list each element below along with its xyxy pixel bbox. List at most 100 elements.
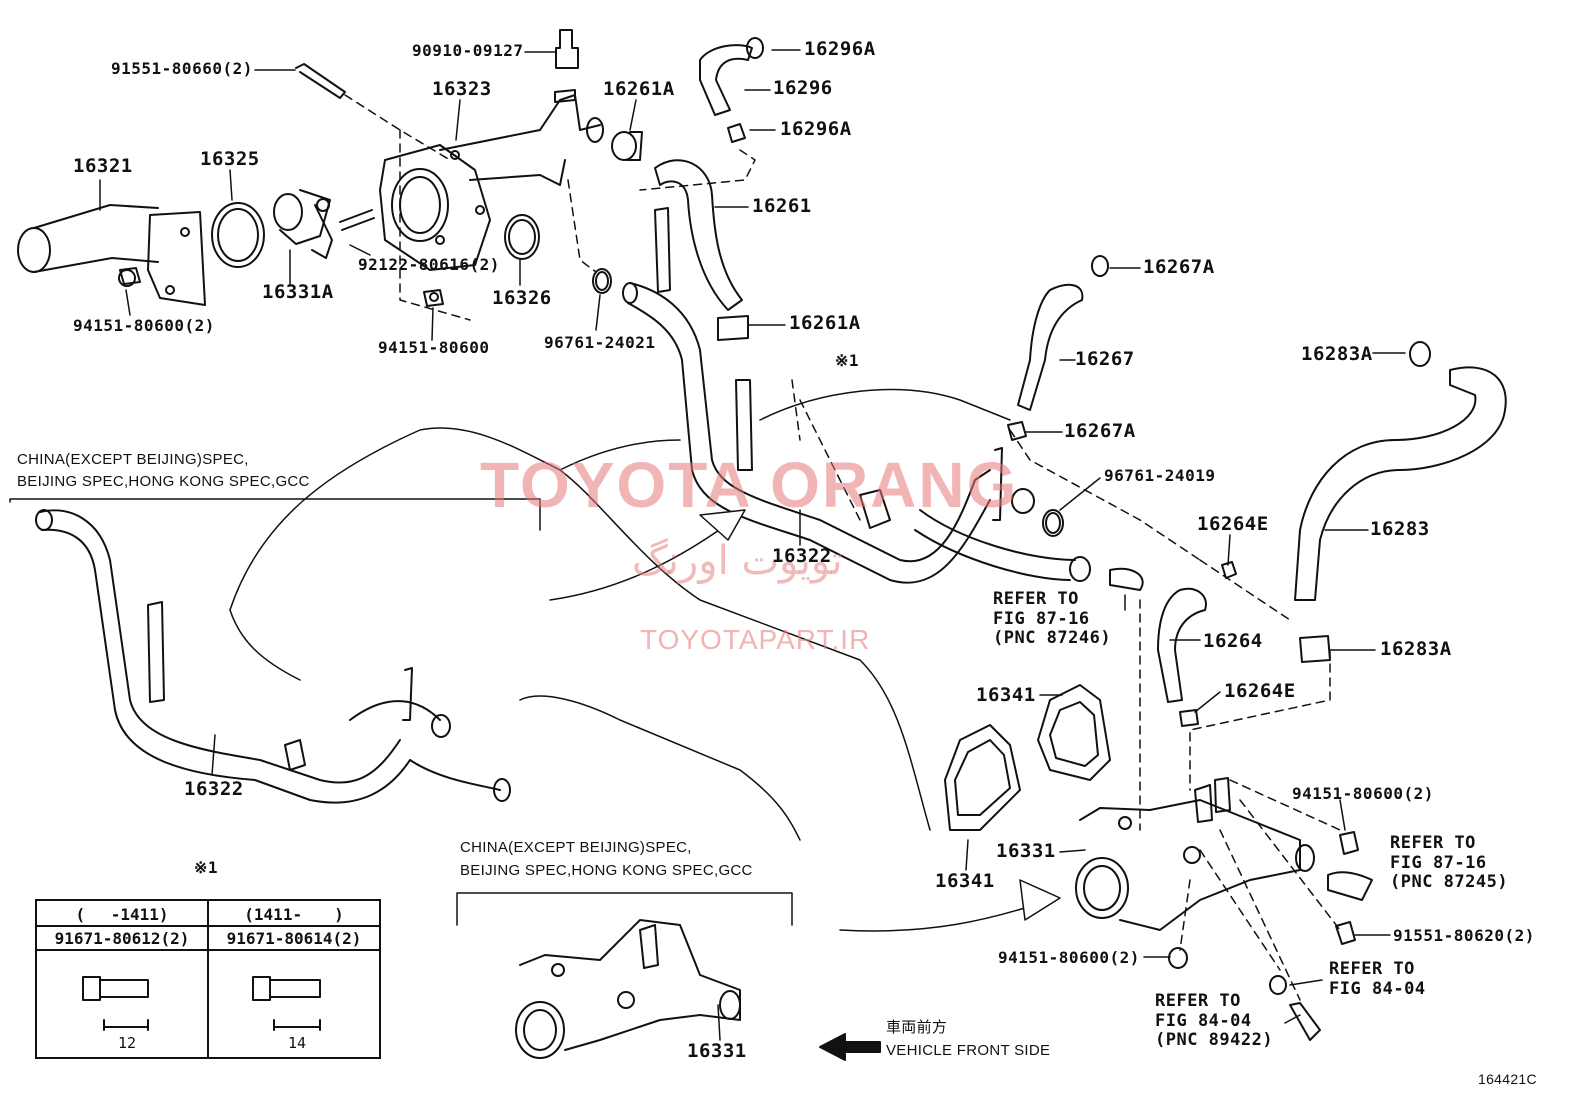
inset-bracket xyxy=(456,892,793,926)
bolt-table-mark: ※1 xyxy=(194,858,219,877)
label-16341-bot: 16341 xyxy=(935,870,995,892)
part-91551-bolt xyxy=(295,63,346,99)
dashed-leaders xyxy=(344,94,1341,1001)
part-16323-housing xyxy=(379,89,604,271)
pipe-16322-left xyxy=(9,498,541,804)
label-16322-left: 16322 xyxy=(184,778,244,800)
ref-fig-84-04-b: REFER TO FIG 84-04 (PNC 89422) xyxy=(1155,991,1274,1051)
hose-16264 xyxy=(1109,561,1237,727)
bolt-length-1: 12 xyxy=(118,1034,137,1052)
label-16261A-mid: 16261A xyxy=(789,312,861,334)
gasket-16341-a xyxy=(1037,684,1111,781)
clamp-16261A-top xyxy=(611,131,643,161)
label-91551-80660: 91551-80660(2) xyxy=(111,59,253,78)
part-16326-ring xyxy=(504,214,540,260)
diagram-id: 164421C xyxy=(1478,1071,1537,1087)
hose-16283 xyxy=(1294,341,1507,663)
label-16267A-top: 16267A xyxy=(1143,256,1215,278)
label-16322-main: 16322 xyxy=(772,545,832,567)
label-16326: 16326 xyxy=(492,287,552,309)
label-16283: 16283 xyxy=(1370,518,1430,540)
watermark-brand: TOYOTA ORANG xyxy=(480,449,1019,521)
part-16325-gasket xyxy=(211,202,265,268)
leaders xyxy=(99,49,1406,1041)
front-label-cn: 車両前方 xyxy=(886,1019,948,1036)
part-16331A-thermostat xyxy=(273,189,333,259)
hose-16261 xyxy=(654,159,743,311)
label-16283A-bot: 16283A xyxy=(1380,638,1452,660)
label-16296: 16296 xyxy=(773,77,833,99)
part-92122-stud xyxy=(339,209,375,231)
label-16323: 16323 xyxy=(432,78,492,100)
spec-note-left-2: BEIJING SPEC,HONG KONG SPEC,GCC xyxy=(17,473,310,490)
part-90910-plug xyxy=(555,29,579,69)
engine-outline xyxy=(229,388,1011,841)
label-94151-80600-2-bot: 94151-80600(2) xyxy=(998,948,1140,967)
label-16261A-top: 16261A xyxy=(603,78,675,100)
label-mark-1: ※1 xyxy=(835,351,860,370)
part-96761-24021-ring xyxy=(592,268,612,294)
label-16283A-top: 16283A xyxy=(1301,343,1373,365)
label-90910-09127: 90910-09127 xyxy=(412,41,524,60)
ref-line: FIG 87-16 xyxy=(1390,852,1487,873)
label-16264: 16264 xyxy=(1203,630,1263,652)
bolt-part-2: 91671-80614(2) xyxy=(207,925,381,951)
watermark-site: TOYOTAPART.IR xyxy=(640,624,871,655)
label-16296A-mid: 16296A xyxy=(780,118,852,140)
bolt-range-1: ( -1411) xyxy=(35,899,209,927)
nut-94151-mid xyxy=(423,289,444,307)
bolt-length-2: 14 xyxy=(288,1034,307,1052)
ref-line: (PNC 87246) xyxy=(993,628,1112,649)
spec-note-bot-2: BEIJING SPEC,HONG KONG SPEC,GCC xyxy=(460,862,753,879)
clamp-16261A-mid xyxy=(717,315,749,341)
spec-note-bot-1: CHINA(EXCEPT BEIJING)SPEC, xyxy=(460,839,692,856)
hose-16267 xyxy=(1007,255,1109,441)
label-16296A-top: 16296A xyxy=(804,38,876,60)
label-16261: 16261 xyxy=(752,195,812,217)
ref-line: REFER TO xyxy=(993,589,1079,609)
ref-fig-87-16-b: REFER TO FIG 87-16 (PNC 87245) xyxy=(1390,833,1509,893)
bolt-image-cell-1 xyxy=(35,949,209,1059)
ref-line: FIG 84-04 xyxy=(1329,978,1426,999)
ref-fig-84-04-a: REFER TO FIG 84-04 xyxy=(1329,959,1426,999)
part-16321-pipe xyxy=(17,204,206,306)
front-arrow-icon xyxy=(819,1033,881,1061)
label-16267A-bot: 16267A xyxy=(1064,420,1136,442)
gasket-16341-b xyxy=(944,724,1021,831)
ref-line: FIG 87-16 xyxy=(993,608,1090,629)
label-16264E-bot: 16264E xyxy=(1224,680,1296,702)
label-94151-80600: 94151-80600 xyxy=(378,338,490,357)
ref-line: (PNC 89422) xyxy=(1155,1030,1274,1051)
front-label-en: VEHICLE FRONT SIDE xyxy=(886,1042,1051,1059)
label-96761-24021: 96761-24021 xyxy=(544,333,656,352)
ref-line: FIG 84-04 xyxy=(1155,1010,1252,1031)
label-16341-top: 16341 xyxy=(976,684,1036,706)
pipe-16322-main xyxy=(622,207,1091,584)
ref-line: REFER TO xyxy=(1155,991,1241,1011)
spec-note-left-1: CHINA(EXCEPT BEIJING)SPEC, xyxy=(17,451,249,468)
ref-line: REFER TO xyxy=(1390,833,1476,853)
small-parts-right xyxy=(1168,831,1373,1041)
label-16331A: 16331A xyxy=(262,281,334,303)
watermark-persian: تویوت اورنگ xyxy=(632,538,843,584)
label-16325: 16325 xyxy=(200,148,260,170)
label-92122-80616: 92122-80616(2) xyxy=(358,255,500,274)
hose-16296 xyxy=(699,37,764,143)
label-16264E-top: 16264E xyxy=(1197,513,1269,535)
label-16331-inset: 16331 xyxy=(687,1040,747,1062)
label-91551-80620: 91551-80620(2) xyxy=(1393,926,1535,945)
ref-line: REFER TO xyxy=(1329,959,1415,979)
label-16267: 16267 xyxy=(1075,348,1135,370)
outlet-16331-main xyxy=(1075,777,1315,931)
outlet-16331-inset xyxy=(515,919,741,1059)
label-16321: 16321 xyxy=(73,155,133,177)
label-96761-24019: 96761-24019 xyxy=(1104,466,1216,485)
flow-arrows xyxy=(549,509,1061,932)
label-94151-80600-2-right: 94151-80600(2) xyxy=(1292,784,1434,803)
ring-96761-24019 xyxy=(1042,509,1064,537)
bolt-range-2: (1411- ) xyxy=(207,899,381,927)
ref-line: (PNC 87245) xyxy=(1390,872,1509,893)
label-16331-main: 16331 xyxy=(996,840,1056,862)
ref-fig-87-16-a: REFER TO FIG 87-16 (PNC 87246) xyxy=(993,589,1112,649)
